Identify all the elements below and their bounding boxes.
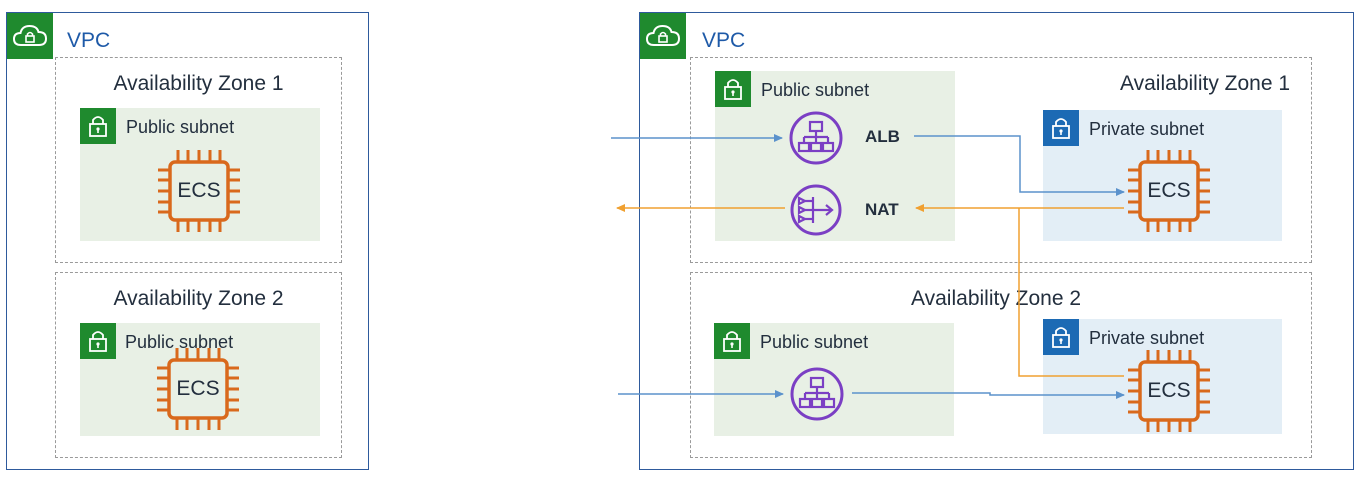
load-balancer-icon — [788, 110, 844, 166]
cloud-lock-icon — [12, 24, 48, 46]
subnet-label: Private subnet — [1089, 328, 1205, 348]
subnet-label: Public subnet — [125, 332, 234, 352]
ecs-label: ECS — [1147, 179, 1191, 202]
ecs-label: ECS — [177, 179, 221, 202]
nat-gateway-icon — [789, 183, 843, 237]
public-subnet-lock-badge — [80, 323, 116, 359]
availability-zone-1-right — [690, 57, 1312, 263]
availability-zone-1-left — [55, 57, 342, 263]
public-subnet-lock-badge — [80, 108, 116, 144]
subnet-label: Public subnet — [126, 117, 235, 137]
alb-label: ALB — [865, 127, 900, 146]
lock-icon — [89, 331, 107, 352]
lock-icon — [1052, 327, 1070, 348]
subnet-label: Public subnet — [761, 80, 870, 100]
vpc-label: VPC — [67, 29, 111, 52]
public-subnet-right-az2 — [714, 323, 954, 436]
lock-icon — [89, 116, 107, 137]
subnet-label: Private subnet — [1089, 119, 1205, 139]
subnet-label: Public subnet — [760, 332, 869, 352]
private-subnet-lock-badge — [1043, 110, 1079, 146]
availability-zone-label: Availability Zone 1 — [1120, 72, 1291, 95]
vpc-cloud-badge — [7, 13, 53, 59]
public-subnet-lock-badge — [715, 71, 751, 107]
private-subnet-lock-badge — [1043, 319, 1079, 355]
availability-zone-2-left — [55, 272, 342, 458]
lock-icon — [723, 331, 741, 352]
cloud-lock-icon — [645, 24, 681, 46]
availability-zone-2-right — [690, 272, 1312, 458]
availability-zone-label: Availability Zone 2 — [113, 287, 284, 310]
ecs-label: ECS — [176, 377, 220, 400]
lock-icon — [1052, 118, 1070, 139]
vpc-cloud-badge — [640, 13, 686, 59]
load-balancer-icon — [789, 366, 845, 422]
availability-zone-label: Availability Zone 2 — [911, 287, 1082, 310]
lock-icon — [724, 79, 742, 100]
ecs-chip-icon — [1126, 148, 1212, 234]
vpc-label: VPC — [702, 29, 746, 52]
ecs-chip-icon — [1126, 348, 1212, 434]
public-subnet-lock-badge — [714, 323, 750, 359]
ecs-label: ECS — [1147, 379, 1191, 402]
ecs-chip-icon — [155, 346, 241, 432]
nat-label: NAT — [865, 200, 899, 219]
ecs-chip-icon — [156, 148, 242, 234]
availability-zone-label: Availability Zone 1 — [113, 72, 284, 95]
